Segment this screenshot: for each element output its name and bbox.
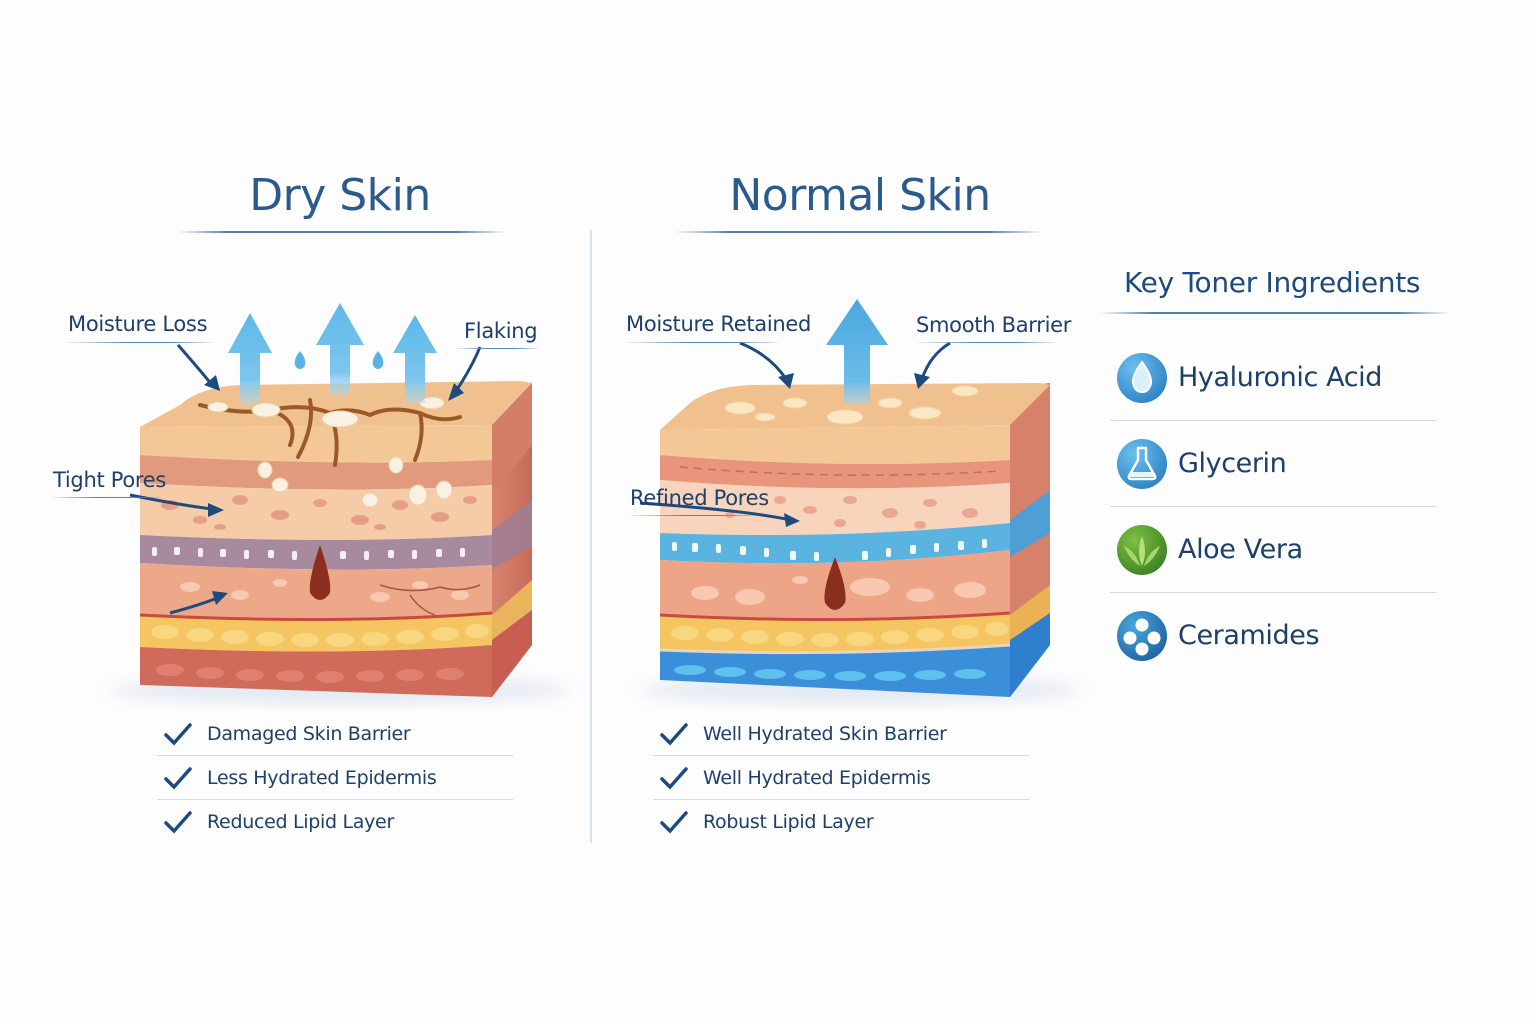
- checklist-item: Damaged Skin Barrier: [157, 712, 513, 756]
- ingredient-item-hyaluronic-acid: Hyaluronic Acid: [1110, 335, 1436, 421]
- ingredient-item-aloe-vera: Aloe Vera: [1110, 507, 1436, 593]
- ingredient-name: Hyaluronic Acid: [1178, 362, 1382, 393]
- normal-skin-illustration: [600, 295, 1100, 715]
- dry-skin-title: Dry Skin: [249, 170, 431, 221]
- label-flaking: Flaking: [464, 319, 538, 343]
- ceramide-dots-icon: [1117, 610, 1167, 661]
- checkmark-icon: [164, 722, 192, 746]
- water-drop-icon: [1117, 352, 1167, 403]
- ingredient-name: Glycerin: [1178, 448, 1287, 479]
- checklist-item: Reduced Lipid Layer: [157, 800, 513, 843]
- ingredient-name: Aloe Vera: [1178, 534, 1303, 565]
- ingredient-item-ceramides: Ceramides: [1110, 593, 1436, 678]
- label-moisture-loss: Moisture Loss: [68, 312, 208, 336]
- checklist-item-label: Robust Lipid Layer: [703, 810, 874, 833]
- checkmark-icon: [164, 810, 192, 834]
- checklist-item-label: Damaged Skin Barrier: [207, 722, 411, 745]
- dry-skin-checklist: Damaged Skin Barrier Less Hydrated Epide…: [157, 712, 513, 843]
- checklist-item-label: Reduced Lipid Layer: [207, 810, 394, 833]
- checkmark-icon: [164, 766, 192, 790]
- ingredients-title-rule: [1100, 312, 1450, 314]
- label-flaking-rule: [456, 348, 538, 349]
- ingredient-name: Ceramides: [1178, 620, 1320, 651]
- label-tight-pores: Tight Pores: [53, 468, 167, 492]
- checklist-item-label: Well Hydrated Skin Barrier: [703, 722, 947, 745]
- dry-skin-title-rule: [178, 231, 506, 233]
- section-divider: [590, 230, 592, 843]
- checklist-item: Robust Lipid Layer: [653, 800, 1029, 843]
- label-moisture-loss-rule: [68, 342, 213, 343]
- normal-skin-title: Normal Skin: [729, 170, 991, 221]
- label-tight-pores-rule: [53, 497, 163, 498]
- ingredients-title: Key Toner Ingredients: [1124, 266, 1421, 299]
- checkmark-icon: [660, 810, 688, 834]
- label-moisture-retained-rule: [628, 342, 778, 343]
- aloe-leaf-icon: [1117, 524, 1167, 575]
- label-refined-pores-rule: [630, 515, 760, 516]
- label-moisture-retained: Moisture Retained: [626, 312, 812, 336]
- label-smooth-barrier: Smooth Barrier: [916, 313, 1072, 337]
- checklist-item: Less Hydrated Epidermis: [157, 756, 513, 800]
- normal-skin-checklist: Well Hydrated Skin Barrier Well Hydrated…: [653, 712, 1029, 843]
- checkmark-icon: [660, 722, 688, 746]
- normal-skin-title-rule: [674, 231, 1044, 233]
- checklist-item-label: Well Hydrated Epidermis: [703, 766, 931, 789]
- checkmark-icon: [660, 766, 688, 790]
- checklist-item-label: Less Hydrated Epidermis: [207, 766, 437, 789]
- flask-icon: [1117, 438, 1167, 489]
- dry-skin-illustration: [40, 295, 580, 715]
- label-smooth-barrier-rule: [918, 342, 1056, 343]
- checklist-item: Well Hydrated Epidermis: [653, 756, 1029, 800]
- ingredients-list: Hyaluronic Acid Glycerin Aloe Vera: [1110, 335, 1436, 678]
- ingredient-item-glycerin: Glycerin: [1110, 421, 1436, 507]
- label-refined-pores: Refined Pores: [630, 486, 769, 510]
- checklist-item: Well Hydrated Skin Barrier: [653, 712, 1029, 756]
